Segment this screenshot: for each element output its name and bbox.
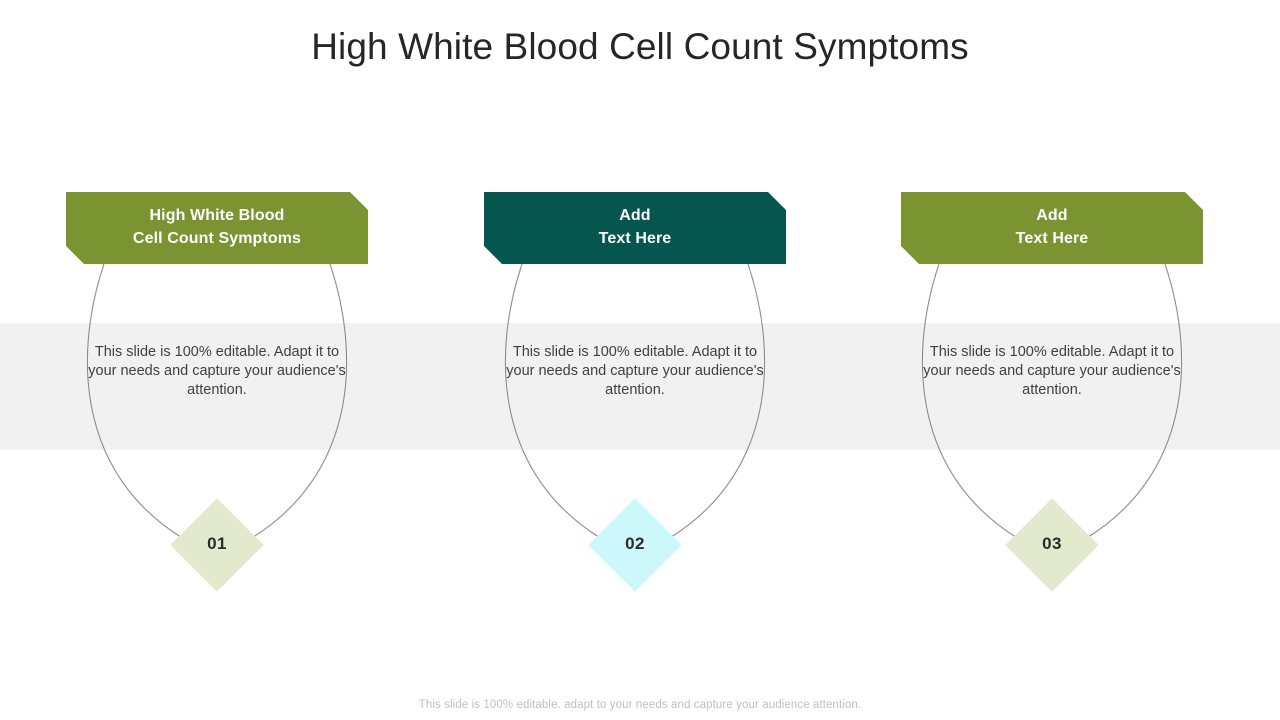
banner-02-line-2: Text Here	[598, 230, 672, 247]
column-02: Add Text Here This slide is 100% editabl…	[484, 0, 786, 720]
page-title: High White Blood Cell Count Symptoms	[311, 26, 969, 67]
curve-left-stroke	[86, 264, 185, 540]
curve-right-stroke	[667, 264, 766, 540]
banner-02-line-1: Add	[619, 207, 651, 225]
body-text-02: This slide is 100% editable. Adapt it to…	[506, 344, 764, 399]
banner-01-line-2: Cell Count Symptoms	[132, 230, 302, 247]
column-01: High White Blood Cell Count Symptoms Thi…	[66, 0, 368, 720]
banner-01[interactable]: High White Blood Cell Count Symptoms	[66, 192, 368, 264]
banner-03-text: Add Text Here	[1016, 205, 1089, 250]
banner-03-line-2: Text Here	[1015, 230, 1089, 247]
footer-note: This slide is 100% editable. adapt to yo…	[418, 699, 862, 711]
curve-right-stroke	[1084, 264, 1183, 540]
banner-03-line-1: Add	[1036, 207, 1068, 225]
curve-left-stroke	[504, 264, 603, 540]
banner-03[interactable]: Add Text Here	[901, 192, 1203, 264]
background-band	[0, 323, 1280, 450]
body-text-03: This slide is 100% editable. Adapt it to…	[923, 344, 1181, 399]
banner-01-text: High White Blood Cell Count Symptoms	[133, 205, 301, 250]
column-03: Add Text Here This slide is 100% editabl…	[901, 0, 1203, 720]
banner-02[interactable]: Add Text Here	[484, 192, 786, 264]
body-text-01: This slide is 100% editable. Adapt it to…	[88, 344, 346, 399]
diamond-number-01: 01	[207, 534, 227, 553]
diamond-number-02: 02	[625, 534, 645, 553]
curve-right-stroke	[249, 264, 348, 540]
curve-left-stroke	[921, 264, 1020, 540]
diamond-number-03: 03	[1042, 534, 1062, 553]
banner-02-text: Add Text Here	[599, 205, 672, 250]
banner-01-line-1: High White Blood	[149, 207, 285, 225]
